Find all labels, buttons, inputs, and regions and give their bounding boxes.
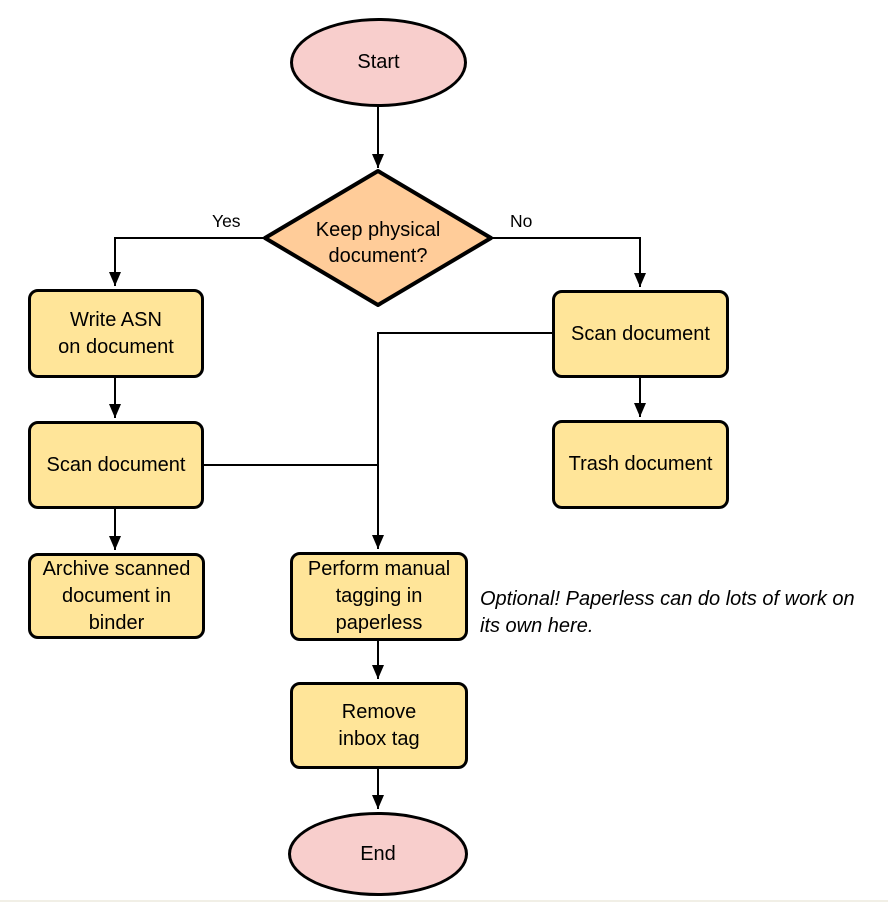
end-terminal: End (288, 812, 468, 896)
process-scan-document-left: Scan document (28, 421, 204, 509)
edge-decision-yes-to-write-asn (109, 237, 265, 286)
process-scan-document-right: Scan document (552, 290, 729, 378)
decision-diamond-shape (263, 169, 493, 307)
process-trash-document: Trash document (552, 420, 729, 509)
edge-decision-no-to-scan-right (491, 237, 646, 287)
edge-scan-right-to-tagging (372, 332, 552, 549)
edge-label-yes: Yes (212, 211, 241, 231)
bottom-divider (0, 900, 888, 902)
process-write-asn: Write ASN on document (28, 289, 204, 378)
start-terminal: Start (290, 18, 467, 107)
process-perform-tagging: Perform manual tagging in paperless (290, 552, 468, 641)
edge-label-no: No (510, 211, 533, 231)
process-archive-scanned: Archive scanned document in binder (28, 553, 205, 639)
decision-keep-physical-label: Keep physical document? (315, 219, 441, 267)
process-remove-inbox-tag: Remove inbox tag (290, 682, 468, 769)
optional-note: Optional! Paperless can do lots of work … (480, 588, 855, 637)
